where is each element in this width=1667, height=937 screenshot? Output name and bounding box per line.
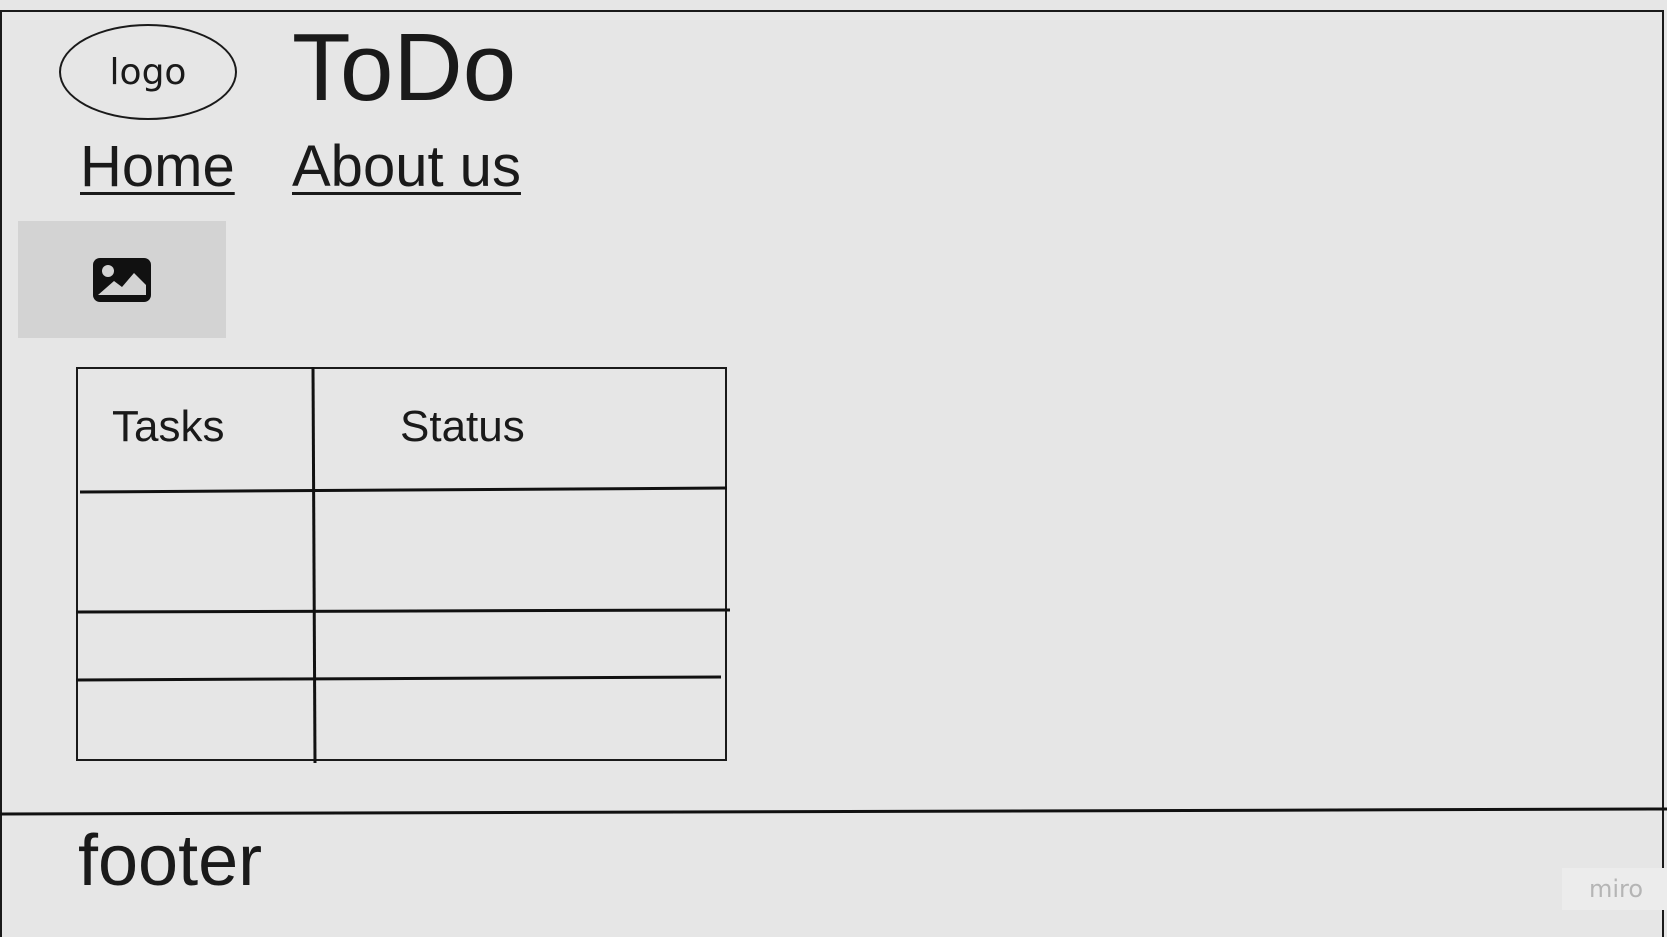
footer-divider — [0, 807, 1667, 816]
miro-watermark: miro — [1562, 868, 1667, 910]
nav-link-home[interactable]: Home — [80, 134, 235, 199]
status-cell — [320, 615, 724, 677]
table-grid — [76, 367, 731, 764]
footer: footer — [78, 821, 263, 901]
image-icon — [93, 257, 151, 302]
logo[interactable]: logo — [59, 24, 237, 120]
status-cell — [320, 683, 724, 755]
image-placeholder — [18, 221, 226, 338]
table-row — [82, 617, 314, 679]
tasks-table: Tasks Status — [76, 367, 731, 764]
table-row — [82, 685, 314, 757]
logo-label: logo — [109, 51, 187, 93]
page-title: ToDo — [292, 14, 517, 121]
table-row — [82, 496, 314, 612]
nav-link-about-us[interactable]: About us — [292, 134, 521, 199]
column-header-status: Status — [400, 402, 525, 451]
page-frame — [0, 10, 1664, 937]
column-header-tasks: Tasks — [112, 402, 225, 451]
status-cell — [320, 494, 724, 610]
